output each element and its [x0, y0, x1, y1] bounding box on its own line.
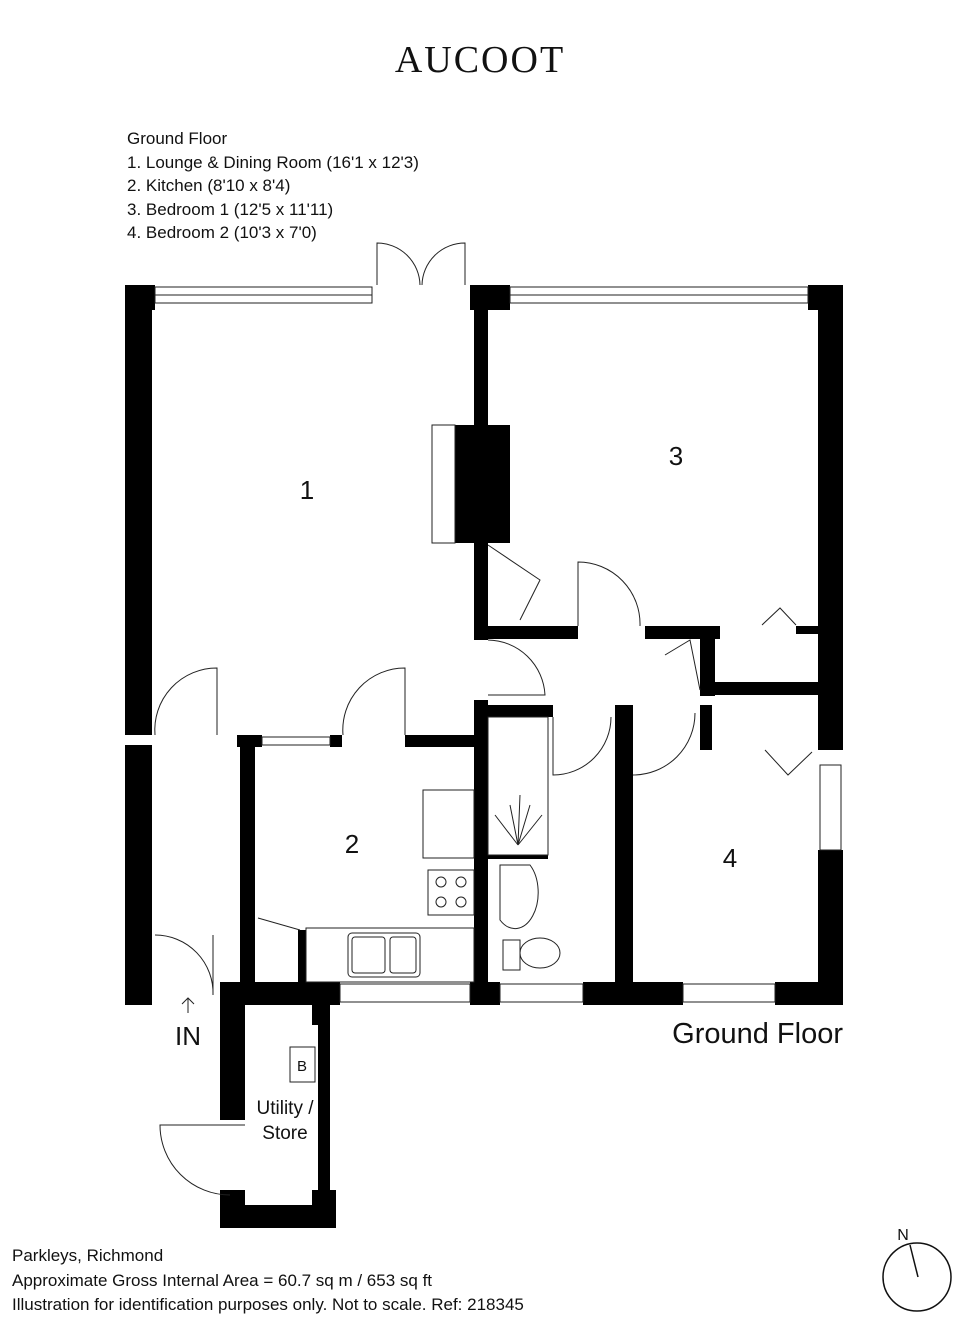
brand-logo: AUCOOT	[394, 39, 566, 81]
fireplace-hearth	[431, 424, 456, 544]
entrance-label: IN	[175, 1021, 201, 1051]
legend-room: 3. Bedroom 1 (12'5 x 11'11)	[127, 199, 334, 219]
room-number-2: 2	[345, 829, 359, 859]
legend-room: 4. Bedroom 2 (10'3 x 7'0)	[127, 223, 317, 242]
room-number-3: 3	[669, 441, 683, 471]
gross-area: Approximate Gross Internal Area = 60.7 s…	[12, 1270, 433, 1290]
entrance-arrow-icon	[181, 997, 195, 1013]
address: Parkleys, Richmond	[12, 1246, 164, 1265]
legend-title: Ground Floor	[127, 129, 228, 148]
disclaimer: Illustration for identification purposes…	[12, 1295, 524, 1314]
windows	[154, 286, 842, 1003]
doors	[154, 242, 813, 1196]
room-labels: 1 2 3 4 IN B Utility / Store Ground Floo…	[175, 441, 843, 1144]
boiler-box	[289, 1046, 316, 1083]
compass-icon	[882, 1242, 952, 1312]
utility-label: Store	[262, 1123, 307, 1144]
toilet-icon	[519, 937, 561, 969]
legend-room: 2. Kitchen (8'10 x 8'4)	[127, 176, 291, 195]
fixtures	[289, 424, 561, 1083]
boiler-label: B	[297, 1058, 307, 1075]
room-legend: Ground Floor 1. Lounge & Dining Room (16…	[127, 127, 419, 245]
footer: Parkleys, Richmond Approximate Gross Int…	[12, 1244, 524, 1318]
worktop	[422, 789, 475, 859]
legend-room: 1. Lounge & Dining Room (16'1 x 12'3)	[127, 152, 419, 172]
hob-icon	[427, 869, 475, 916]
compass: N	[882, 1227, 952, 1312]
compass-north-label: N	[897, 1227, 909, 1244]
utility-label: Utility /	[257, 1098, 315, 1119]
room-number-4: 4	[723, 843, 737, 873]
shower-icon	[487, 716, 549, 856]
room-number-1: 1	[300, 475, 314, 505]
floor-label: Ground Floor	[672, 1018, 843, 1050]
sink-icon	[347, 932, 421, 978]
basin-icon	[499, 864, 539, 930]
walls	[125, 285, 843, 1228]
